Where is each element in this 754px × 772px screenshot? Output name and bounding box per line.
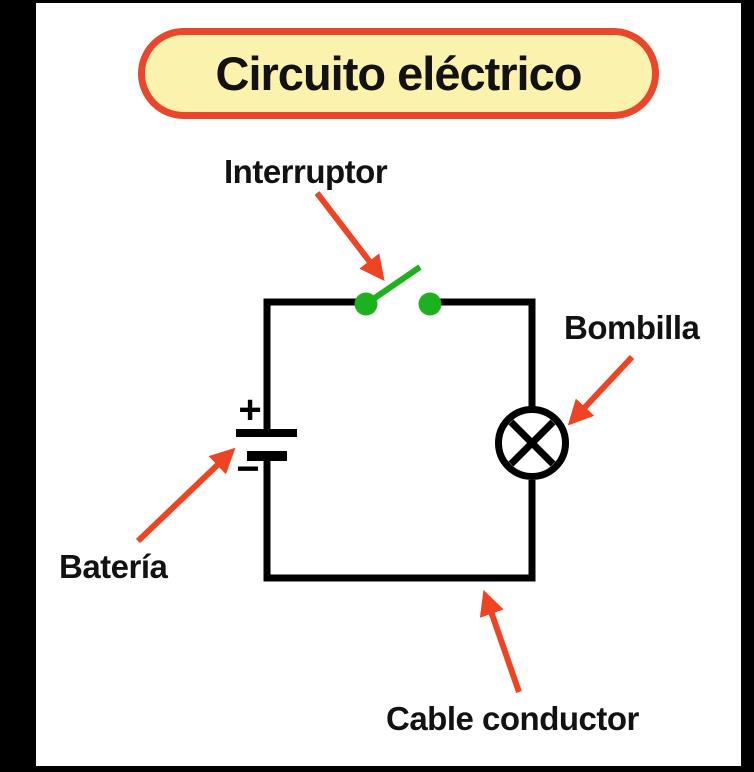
page-title-text: Circuito eléctrico bbox=[215, 47, 583, 100]
switch-contact-right bbox=[418, 292, 442, 316]
switch-symbol bbox=[354, 264, 442, 316]
battery-minus-sign: − bbox=[236, 447, 260, 491]
page-title: Circuito eléctrico bbox=[138, 28, 659, 119]
arrow-bateria bbox=[135, 447, 236, 544]
arrow-cable-conductor bbox=[479, 589, 522, 693]
battery-plus-sign: + bbox=[238, 388, 262, 432]
arrow-interruptor bbox=[314, 191, 385, 281]
bulb-cross-line-2 bbox=[508, 419, 556, 467]
label-bateria: Batería bbox=[59, 548, 168, 585]
canvas-background bbox=[36, 3, 741, 766]
switch-contact-left bbox=[354, 292, 378, 316]
arrow-bombilla bbox=[567, 354, 635, 426]
wire-left-bottom-right-segment bbox=[263, 457, 536, 582]
battery-symbol bbox=[236, 429, 297, 461]
bulb-symbol bbox=[495, 406, 569, 480]
label-bombilla: Bombilla bbox=[564, 309, 700, 346]
label-interruptor: Interruptor bbox=[224, 153, 388, 190]
wire-loop bbox=[263, 298, 536, 582]
label-cable-conductor: Cable conductor bbox=[386, 700, 639, 737]
wire-top-left-segment bbox=[263, 298, 362, 431]
wire-top-right-segment bbox=[433, 298, 536, 408]
pointer-arrows bbox=[135, 191, 635, 693]
